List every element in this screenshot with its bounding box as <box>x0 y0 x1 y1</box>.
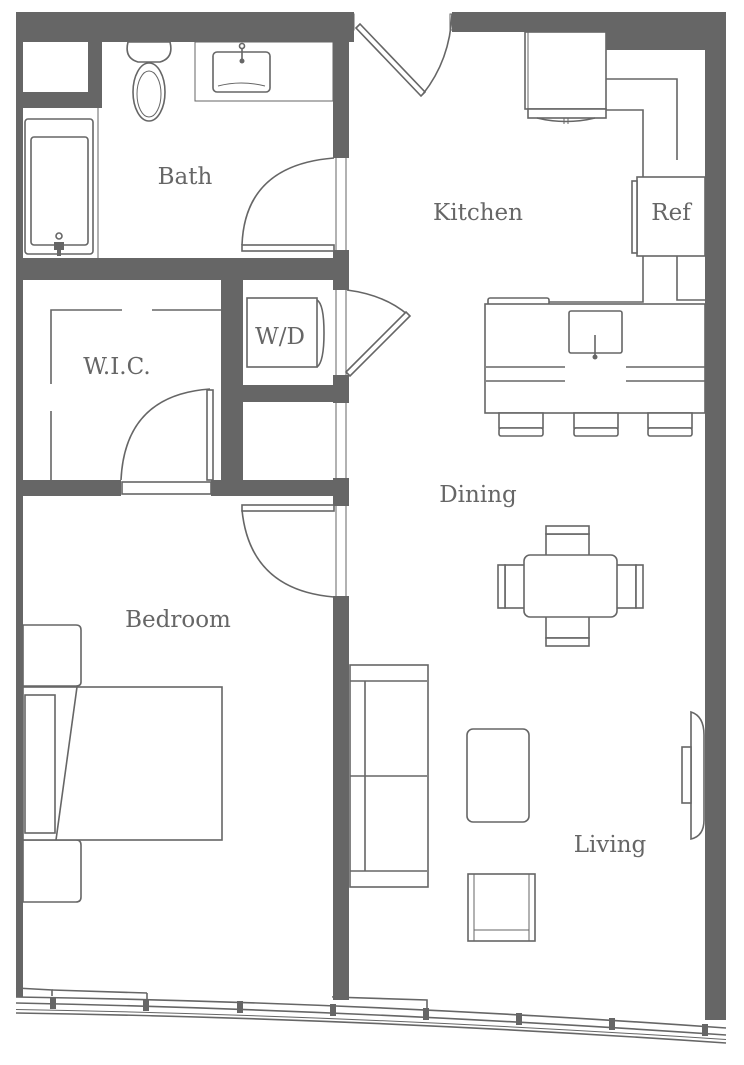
room-label-bath: Bath <box>158 164 213 190</box>
walls <box>16 12 726 1017</box>
stool-icon <box>647 412 693 437</box>
bar-stools <box>498 412 693 437</box>
kitchen-sink-icon <box>568 310 623 360</box>
laundry-door[interactable] <box>335 289 412 600</box>
bedroom: Bedroom <box>22 504 335 903</box>
toilet-icon <box>126 41 172 122</box>
room-label-kitchen: Kitchen <box>433 200 523 226</box>
dining: Dining <box>439 482 644 647</box>
room-label-ref: Ref <box>651 200 692 226</box>
tv-icon <box>681 710 705 841</box>
armchair-icon <box>467 873 536 942</box>
bathtub-icon <box>24 118 94 256</box>
sink-icon <box>212 42 271 93</box>
bath-fixtures: Bath <box>24 41 347 258</box>
stool-icon <box>498 412 544 437</box>
bedroom-door[interactable] <box>241 504 335 598</box>
bath-door[interactable] <box>241 157 347 252</box>
room-label-dining: Dining <box>439 482 517 508</box>
balcony-railing <box>15 987 727 1044</box>
room-label-wic: W.I.C. <box>83 354 150 380</box>
kitchen-island <box>484 297 706 414</box>
refrigerator-icon: Ref <box>631 176 706 257</box>
coffee-table-icon <box>466 728 530 823</box>
stool-icon <box>573 412 619 437</box>
kitchen-fixtures: Ref Kitchen <box>433 31 706 437</box>
wic-door[interactable] <box>120 388 214 495</box>
bed-icon <box>22 686 223 841</box>
living: Living <box>349 664 705 942</box>
washer-dryer-icon: W/D <box>246 297 325 368</box>
railing-posts <box>50 997 708 1036</box>
room-label-bedroom: Bedroom <box>125 607 231 633</box>
entry-door[interactable] <box>347 13 456 98</box>
room-label-living: Living <box>574 832 647 858</box>
dining-table-icon <box>497 525 644 647</box>
nightstand-icon <box>22 839 82 903</box>
room-label-wd: W/D <box>255 324 305 350</box>
range-icon <box>524 31 607 124</box>
sofa-icon <box>349 664 429 888</box>
nightstand-icon <box>22 624 82 687</box>
wic: W.I.C. <box>50 309 221 495</box>
